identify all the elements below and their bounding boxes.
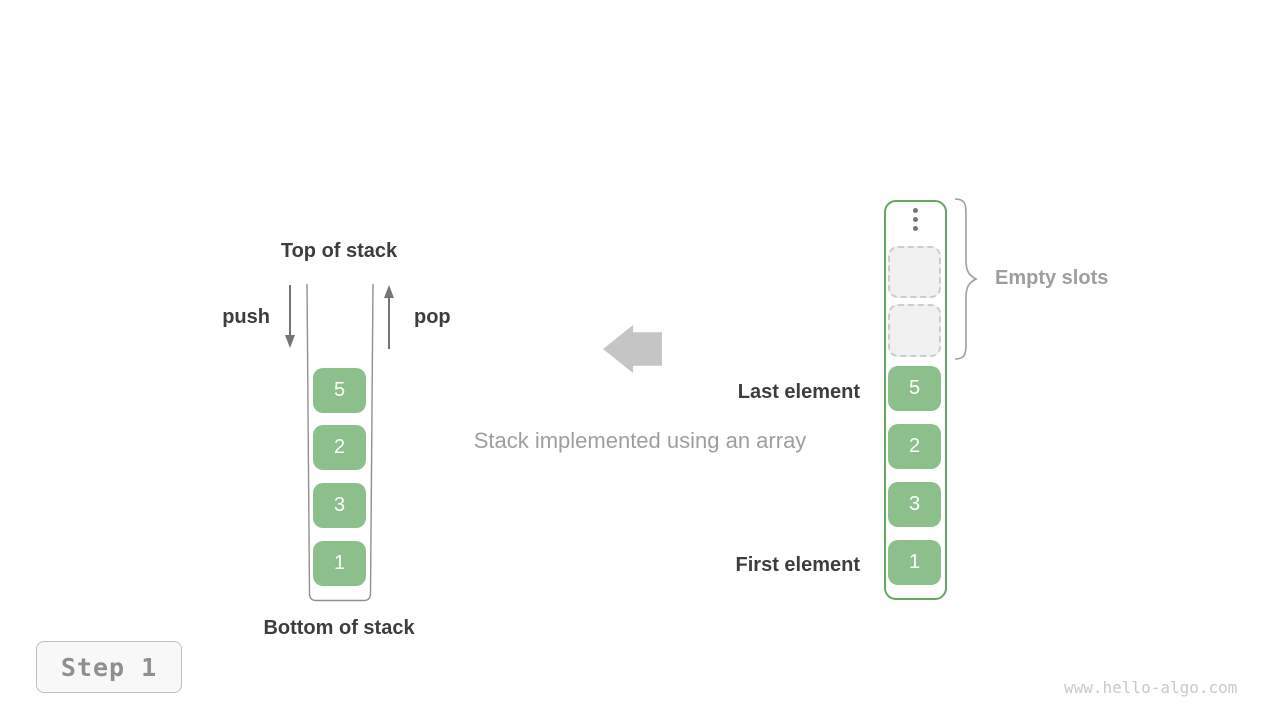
empty-slot bbox=[888, 304, 941, 357]
curly-brace-icon bbox=[954, 198, 978, 360]
array-cell: 1 bbox=[888, 540, 941, 585]
dot bbox=[913, 208, 918, 213]
left-block-arrow-icon bbox=[603, 325, 662, 373]
push-label: push bbox=[222, 306, 270, 328]
watermark-text: www.hello-algo.com bbox=[1064, 678, 1238, 697]
array-cell: 2 bbox=[888, 424, 941, 469]
stack-cell: 1 bbox=[313, 541, 366, 586]
pop-arrow-up-icon bbox=[384, 285, 394, 349]
empty-slots-label: Empty slots bbox=[995, 267, 1109, 289]
stack-container-outline bbox=[306, 283, 374, 602]
first-element-label: First element bbox=[735, 554, 860, 576]
pop-label: pop bbox=[414, 306, 451, 328]
array-cell: 5 bbox=[888, 366, 941, 411]
dot bbox=[913, 226, 918, 231]
push-arrow-down-icon bbox=[285, 285, 295, 348]
diagram-caption: Stack implemented using an array bbox=[473, 428, 807, 453]
stack-cell: 5 bbox=[313, 368, 366, 413]
top-of-stack-label: Top of stack bbox=[280, 240, 398, 262]
stack-cell: 2 bbox=[313, 425, 366, 470]
step-badge: Step 1 bbox=[36, 641, 182, 693]
bottom-of-stack-label: Bottom of stack bbox=[263, 617, 415, 639]
last-element-label: Last element bbox=[737, 381, 860, 403]
stack-cell: 3 bbox=[313, 483, 366, 528]
array-cell: 3 bbox=[888, 482, 941, 527]
ellipsis-icon bbox=[884, 208, 947, 231]
dot bbox=[913, 217, 918, 222]
empty-slot bbox=[888, 246, 941, 298]
